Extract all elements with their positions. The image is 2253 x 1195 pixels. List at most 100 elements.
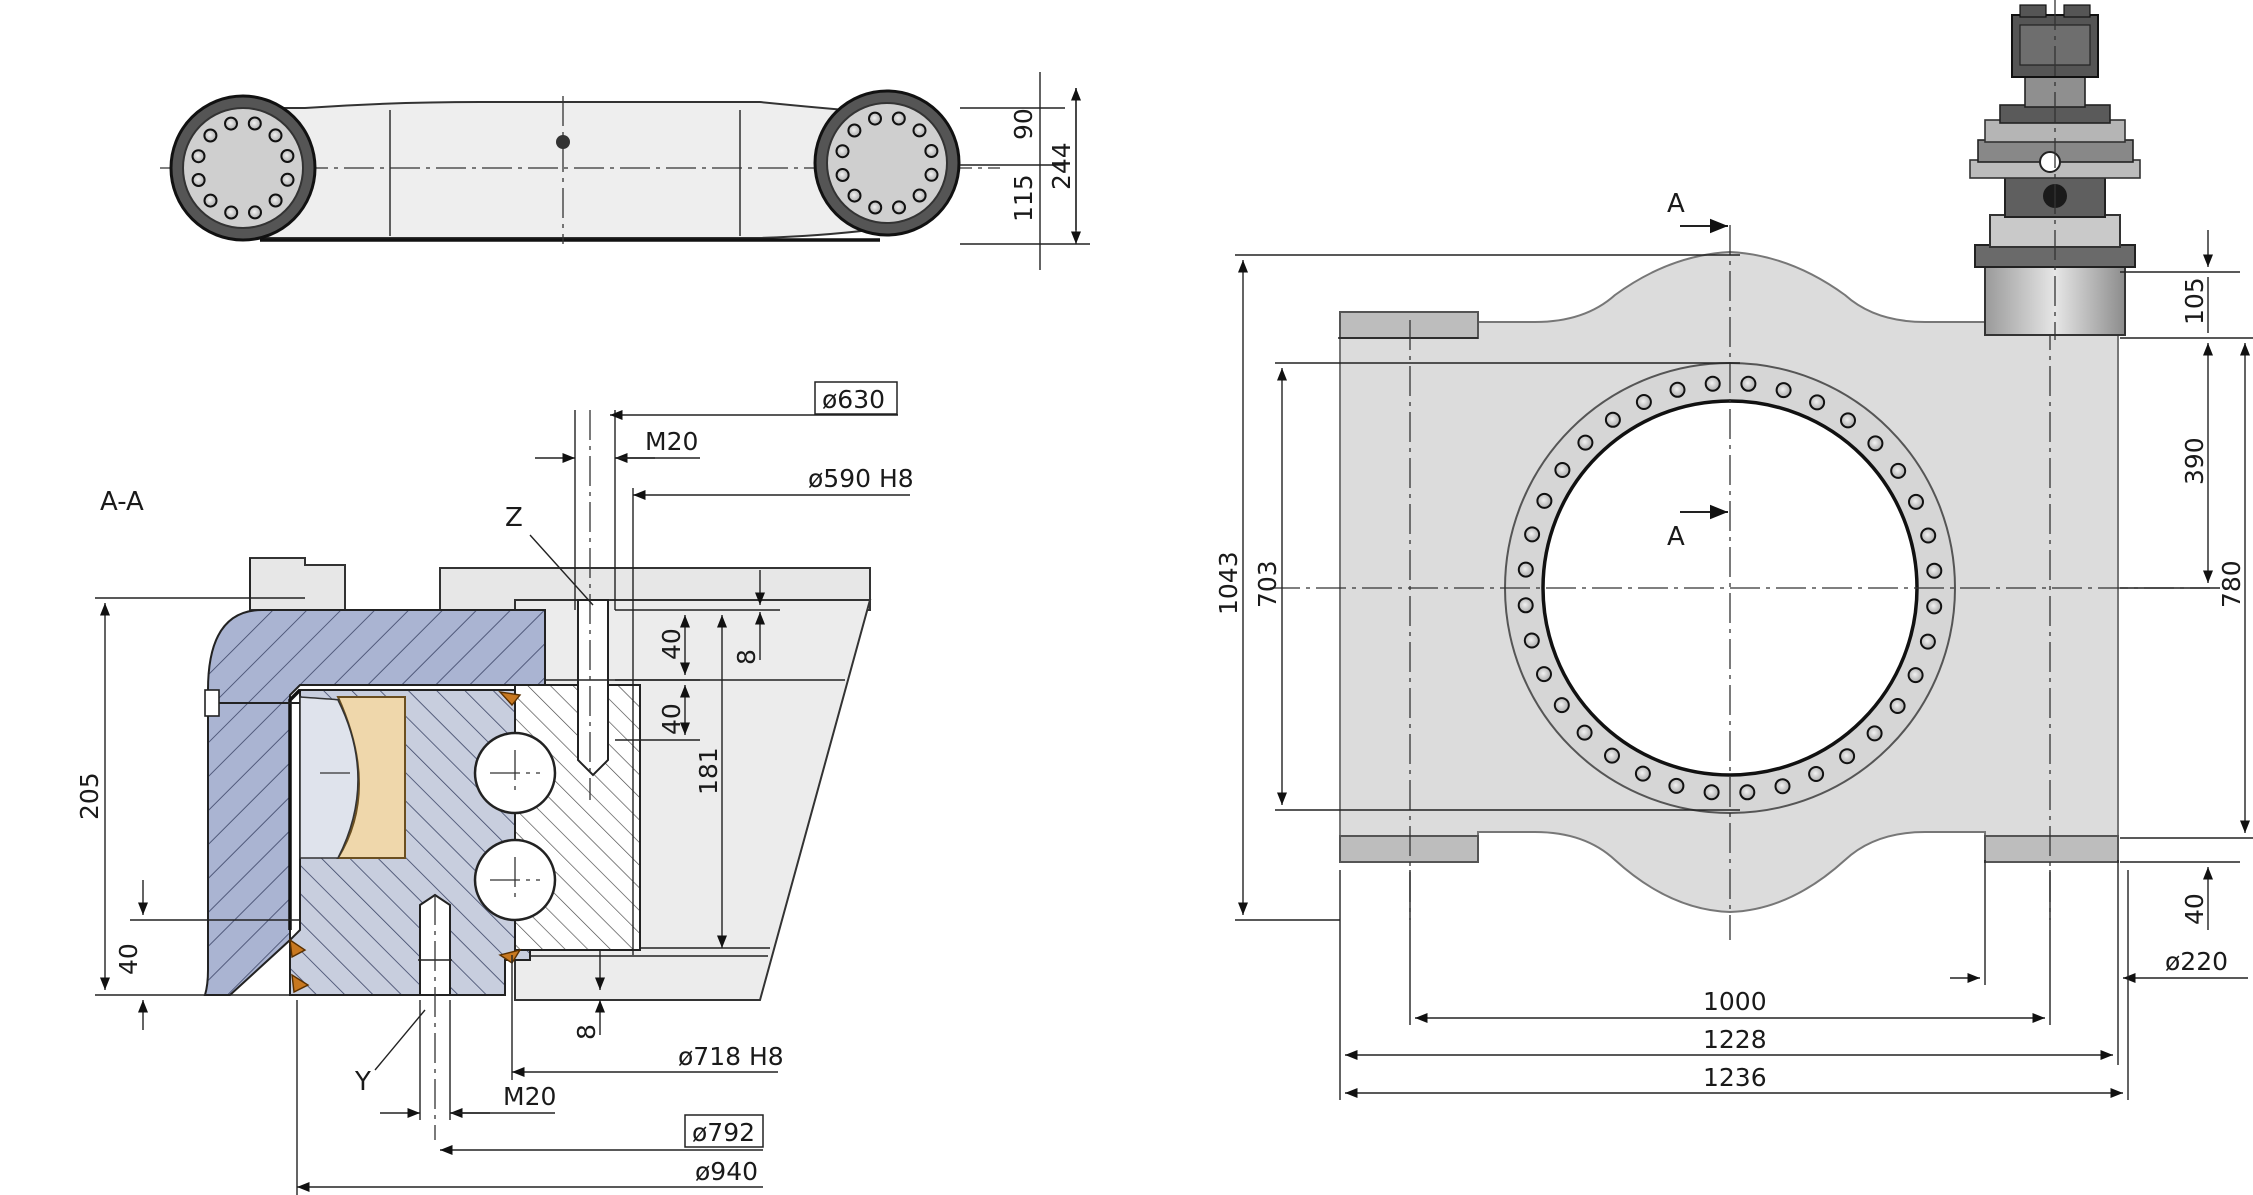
bolt-hole: [1536, 666, 1552, 683]
bolt-hole: [1553, 697, 1570, 714]
bolt-hole: [1704, 375, 1721, 392]
bolt-hole: [1523, 632, 1540, 649]
dim-m20-top: M20: [645, 427, 698, 456]
dim-718: ø718 H8: [678, 1042, 784, 1071]
bolt-hole: [847, 188, 862, 203]
bolt-hole: [892, 200, 906, 215]
bolt-hole: [835, 144, 850, 159]
bolt-hole: [1919, 633, 1936, 650]
dim-590: ø590 H8: [808, 464, 914, 493]
plan-ring-bolts: [1517, 375, 1943, 801]
bolt-hole: [1634, 765, 1651, 782]
bolt-hole: [1889, 698, 1906, 714]
bolt-hole: [191, 149, 206, 164]
bolt-hole: [1867, 435, 1884, 452]
dim-m20-bottom: M20: [503, 1082, 556, 1111]
bolt-hole: [1635, 394, 1652, 410]
bolt-hole: [1775, 382, 1792, 399]
dim-940: ø940: [695, 1157, 758, 1186]
dim-205: 205: [75, 772, 104, 820]
dim-40-a: 40: [657, 628, 686, 660]
section-mark-top: A: [1667, 189, 1685, 219]
bolt-hole: [280, 149, 295, 163]
dim-630: ø630: [822, 385, 885, 414]
bolt-hole: [1739, 784, 1756, 801]
dim-105: 105: [2180, 277, 2209, 325]
top-view: 90 115 244: [160, 72, 1090, 270]
bolt-hole: [1866, 725, 1883, 742]
bolt-hole: [268, 193, 283, 208]
plan-pad-bottom-right: [1984, 835, 2119, 863]
label-z: Z: [505, 503, 523, 533]
bolt-hole: [1808, 766, 1825, 782]
dim-792: ø792: [692, 1118, 755, 1147]
plan-pad-bottom-left: [1339, 835, 1479, 863]
dim-40-plan: 40: [2180, 893, 2209, 925]
bolt-hole: [1926, 598, 1943, 615]
dim-390: 390: [2180, 437, 2209, 485]
bolt-hole: [1890, 462, 1907, 479]
top-view-grease-nipple: [556, 135, 570, 149]
bolt-hole: [191, 173, 206, 187]
section-mark-bottom: A: [1667, 522, 1685, 552]
bolt-hole: [1703, 784, 1720, 801]
bolt-hole: [912, 188, 927, 203]
bolt-hole: [1926, 562, 1943, 579]
bolt-hole: [912, 123, 927, 138]
dim-40-left: 40: [114, 943, 143, 975]
bolt-hole: [1839, 748, 1856, 765]
dim-244: 244: [1047, 142, 1076, 190]
bolt-hole: [1920, 527, 1937, 544]
bolt-hole: [1908, 493, 1924, 510]
dim-1000: 1000: [1703, 987, 1767, 1016]
bolt-hole: [248, 205, 262, 220]
bolt-hole: [868, 200, 883, 215]
bolt-hole: [1740, 375, 1757, 392]
bolt-hole: [835, 168, 850, 182]
section-title: A-A: [100, 487, 144, 517]
dim-780: 780: [2217, 560, 2246, 608]
dim-220: ø220: [2165, 947, 2228, 976]
dim-8-top: 8: [732, 649, 761, 665]
drive-motor: [1969, 0, 2141, 340]
bolt-hole: [1774, 778, 1791, 795]
bolt-hole: [1604, 747, 1620, 764]
bolt-hole: [224, 116, 238, 131]
label-y: Y: [354, 1067, 371, 1097]
bolt-hole: [1554, 462, 1571, 478]
bolt-hole: [1604, 411, 1621, 428]
section-bolt-top: [577, 599, 609, 777]
top-view-ring-body: [229, 101, 902, 239]
top-view-left-pinion: [169, 94, 317, 242]
bolt-hole: [1576, 724, 1593, 741]
top-view-bolts: [191, 111, 939, 220]
bolt-hole: [1517, 561, 1534, 578]
top-view-right-pinion: [813, 89, 961, 237]
bolt-hole: [847, 123, 862, 138]
bolt-hole: [280, 172, 295, 187]
dim-1043: 1043: [1214, 551, 1243, 615]
bolt-hole: [1840, 412, 1856, 429]
plan-view: A A 1043 703: [1214, 0, 2253, 1100]
bolt-hole: [1577, 434, 1594, 451]
dim-1228: 1228: [1703, 1025, 1767, 1054]
dim-40-b: 40: [657, 703, 686, 735]
dim-115: 115: [1009, 174, 1038, 222]
bolt-hole: [1517, 597, 1534, 614]
bolt-hole: [268, 128, 283, 143]
dim-703: 703: [1253, 560, 1282, 608]
bolt-hole: [203, 128, 218, 143]
dim-90: 90: [1009, 108, 1038, 140]
bolt-hole: [924, 144, 939, 158]
section-view: A-A: [75, 381, 914, 1195]
bolt-hole: [891, 111, 906, 126]
bolt-hole: [1809, 394, 1826, 411]
bolt-hole: [1907, 667, 1924, 684]
dim-181: 181: [694, 747, 723, 795]
bolt-hole: [1524, 526, 1541, 543]
bolt-hole: [1669, 381, 1686, 398]
dim-8-bottom: 8: [572, 1024, 601, 1040]
bolt-hole: [924, 167, 939, 182]
dim-1236: 1236: [1703, 1063, 1767, 1092]
